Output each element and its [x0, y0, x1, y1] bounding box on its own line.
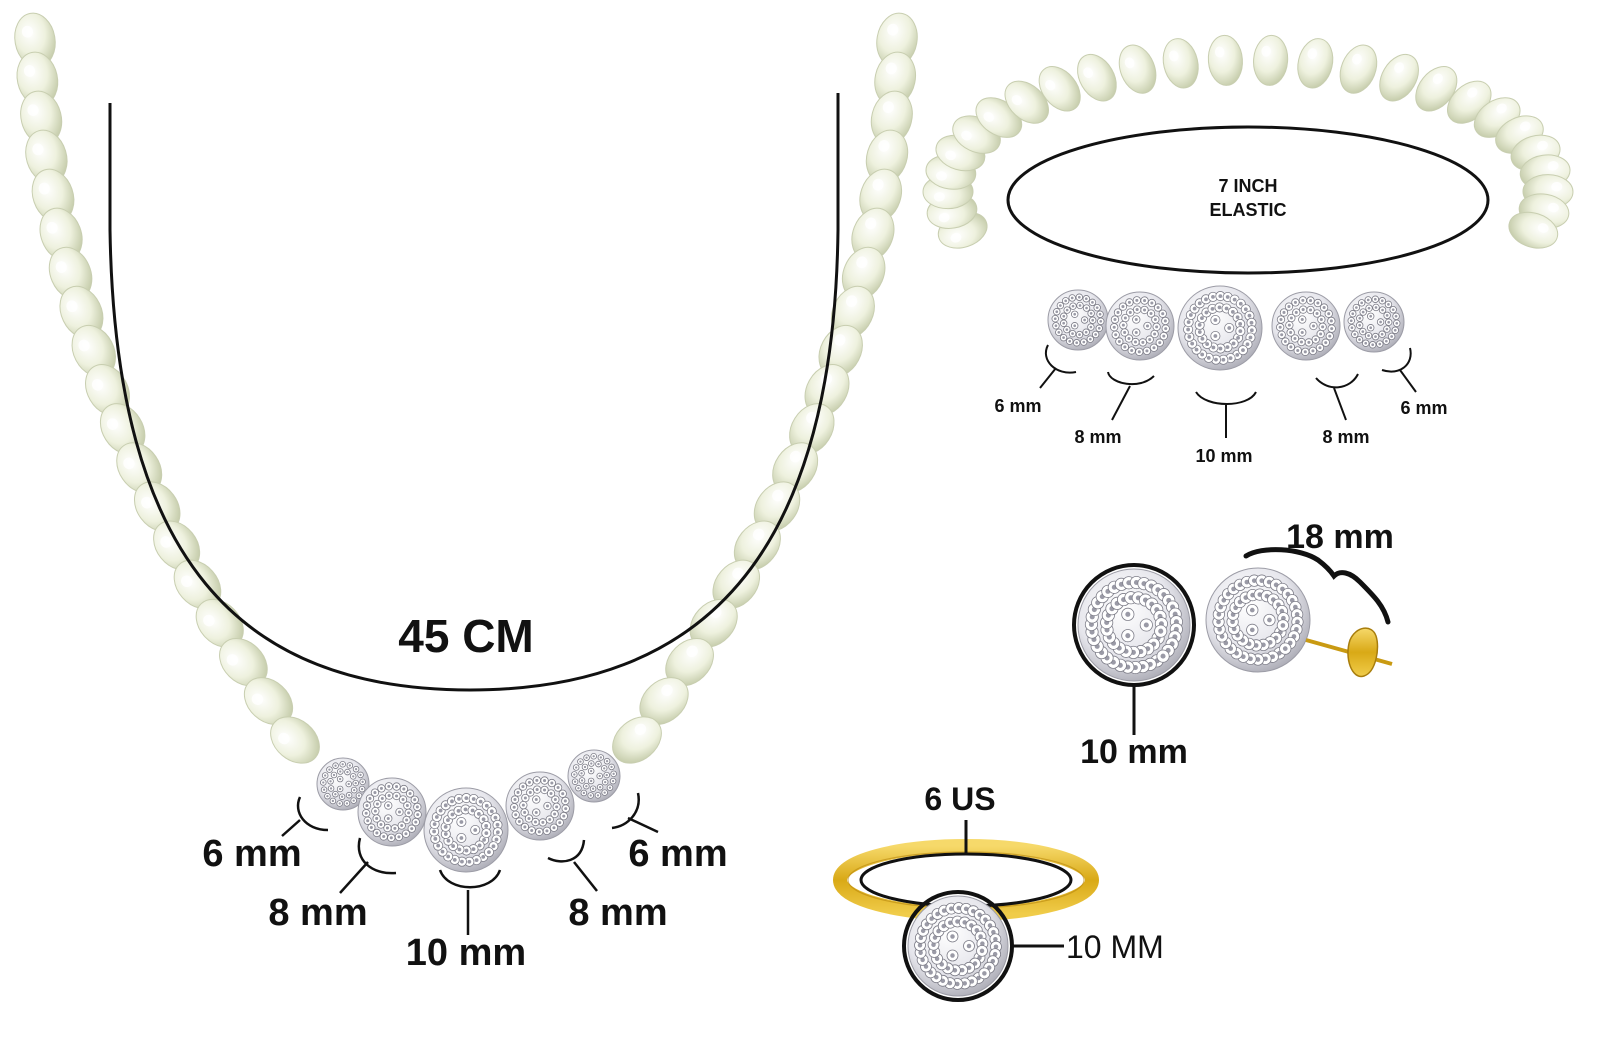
bracelet: 7 INCH ELASTIC 6 mm 8 mm 10 mm 8 mm 6 mm [922, 34, 1574, 466]
pearl-bead [14, 12, 56, 68]
bracelet-pearl-strand [922, 34, 1574, 249]
pearl-bead [612, 716, 662, 764]
ring-crystal-stone [907, 895, 1009, 997]
pearl-bead [859, 168, 903, 223]
pearl-bead [1004, 80, 1049, 124]
pearl-bead [71, 324, 116, 378]
necklace-length-curve [108, 93, 840, 692]
pearl-bead [1207, 34, 1243, 86]
bracelet-bead-callouts [1039, 344, 1417, 438]
pearl-bead [1415, 66, 1458, 112]
necklace-pearl-strand-left [14, 12, 320, 764]
callout-bracket-right-6 [611, 792, 640, 830]
necklace-crystal [505, 771, 575, 841]
earring-side-crystal [1205, 567, 1311, 673]
pearl-bead [1077, 53, 1117, 102]
bracelet-size-ellipse [1006, 125, 1490, 275]
callout-bracket-right-8 [547, 839, 586, 863]
pearl-bead [16, 51, 59, 107]
earring-post-and-back [1305, 627, 1393, 678]
necklace-crystal [423, 787, 509, 873]
necklace-crystal [357, 777, 427, 847]
bracelet-crystal-beads [1047, 285, 1405, 371]
earring-width-brace [1243, 547, 1391, 625]
pearl-bead [1038, 66, 1081, 112]
bracelet-size-line1: 7 INCH [1218, 176, 1277, 196]
ring-size-label: 6 US [924, 781, 995, 817]
pearl-bead [25, 129, 68, 184]
pearl-bead [48, 246, 93, 300]
pearl-bead [1253, 34, 1289, 86]
necklace-pearl-strand-right [612, 12, 918, 764]
bracelet-crystal [1271, 291, 1341, 361]
pearl-bead [753, 481, 801, 532]
pearl-bead [851, 207, 895, 262]
bracelet-crystal [1047, 289, 1109, 351]
pearl-bead [865, 129, 909, 184]
pearl-bead [733, 520, 781, 571]
callout-bracket-left-6 [296, 796, 329, 832]
earring-diameter-label: 10 mm [1080, 733, 1188, 771]
pearl-bead [1379, 53, 1419, 102]
bracelet-label-left-6: 6 mm [994, 396, 1041, 416]
necklace-bead-callouts [281, 792, 659, 935]
earring-front-crystal [1077, 568, 1191, 682]
pearl-bead [1118, 44, 1157, 94]
callout-bracket-center-10 [438, 869, 502, 889]
necklace-label-left-6: 6 mm [202, 833, 301, 875]
pearl-bead [59, 285, 104, 339]
necklace-length-label: 45 CM [398, 610, 533, 662]
necklace-label-center-10: 10 mm [406, 932, 526, 974]
pearl-bead [133, 481, 181, 532]
pearl-bead [219, 638, 268, 687]
pearl-bead [870, 90, 913, 145]
ring: 6 US 10 MM [833, 781, 1164, 1002]
pearl-bead [876, 12, 918, 68]
bracelet-crystal [1343, 291, 1405, 353]
pearl-bead [1339, 44, 1378, 94]
bracelet-crystal [1105, 291, 1175, 361]
ring-stone-label: 10 MM [1066, 929, 1164, 965]
pearl-bead [20, 90, 63, 145]
bracelet-label-left-8: 8 mm [1074, 427, 1121, 447]
necklace-label-right-6: 6 mm [628, 833, 727, 875]
earring-side-view [1205, 567, 1311, 673]
pearl-bead [1162, 38, 1199, 89]
necklace-crystal [567, 749, 621, 803]
earrings: 10 mm 18 mm [1072, 518, 1394, 771]
necklace-crystal [316, 757, 370, 811]
necklace: 45 CM 6 mm 8 mm 10 mm 8 mm 6 mm [14, 12, 918, 974]
bracelet-size-line2: ELASTIC [1209, 200, 1286, 220]
necklace-label-left-8: 8 mm [268, 892, 367, 934]
earring-front-view [1077, 568, 1191, 682]
necklace-crystal-beads [316, 749, 621, 873]
pearl-bead [665, 638, 714, 687]
ring-crystal [907, 895, 1009, 997]
earring-width-label: 18 mm [1286, 518, 1394, 556]
bracelet-label-right-8: 8 mm [1322, 427, 1369, 447]
pearl-bead [1508, 211, 1559, 249]
pearl-bead [243, 677, 294, 726]
bracelet-label-center-10: 10 mm [1195, 446, 1252, 466]
pearl-bead [1297, 38, 1334, 89]
bracelet-crystal [1177, 285, 1263, 371]
pearl-bead [270, 716, 320, 764]
pearl-bead [789, 403, 835, 455]
bracelet-label-right-6: 6 mm [1400, 398, 1447, 418]
necklace-label-right-8: 8 mm [568, 892, 667, 934]
